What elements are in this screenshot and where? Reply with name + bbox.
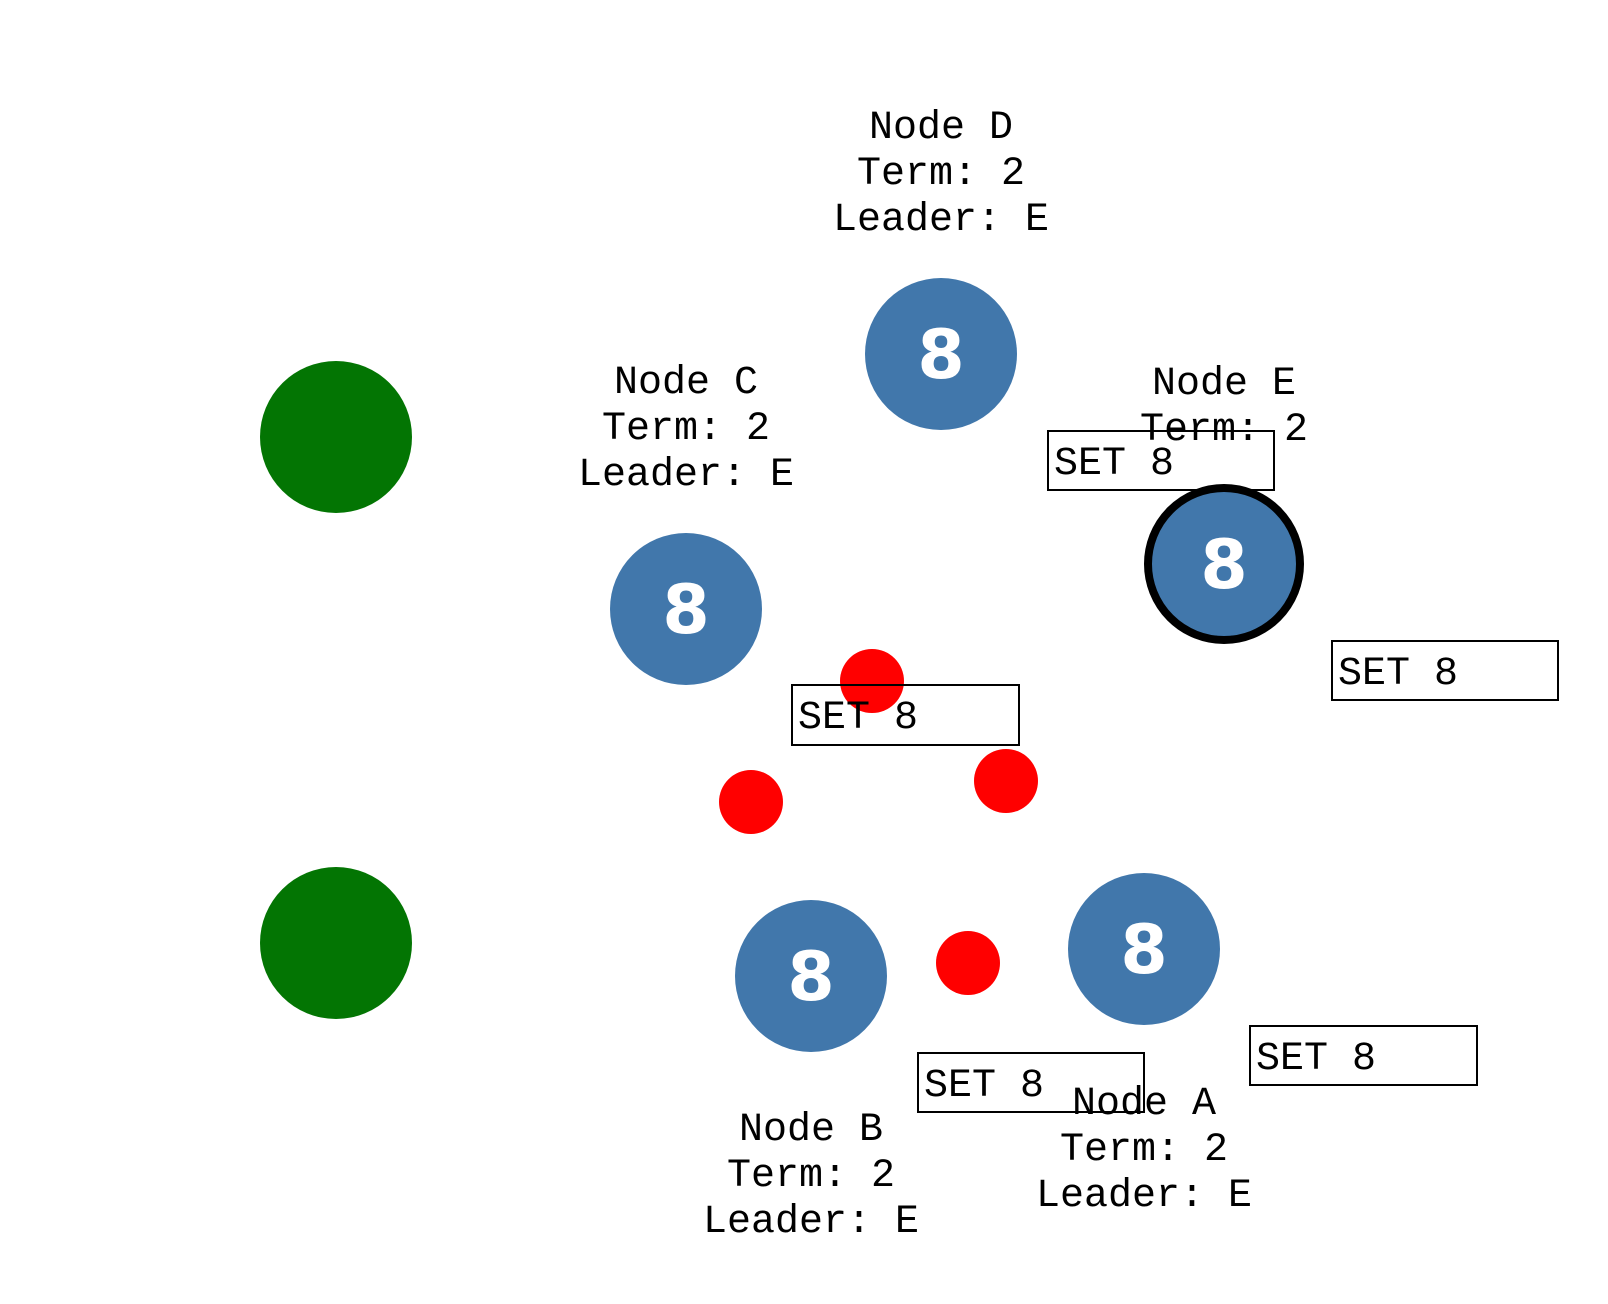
log-entry-box[interactable]: SET 8 bbox=[1047, 430, 1275, 491]
log-entry-text: SET 8 bbox=[1256, 1037, 1376, 1082]
node-name-label: Node B bbox=[739, 1108, 883, 1153]
log-entry-text: SET 8 bbox=[1338, 652, 1458, 697]
log-entry-text: SET 8 bbox=[924, 1064, 1044, 1109]
message-dot-3 bbox=[974, 749, 1038, 813]
node-leader-label: Leader: E bbox=[833, 198, 1049, 243]
node-name-label: Node C bbox=[614, 361, 758, 406]
node-circle[interactable] bbox=[610, 533, 762, 685]
log-entry-text: SET 8 bbox=[1054, 442, 1174, 487]
log-entry-border bbox=[1047, 430, 1275, 491]
message-dot-1 bbox=[840, 649, 904, 713]
client-node-2[interactable] bbox=[260, 867, 412, 1019]
node-term-label: Term: 2 bbox=[727, 1154, 895, 1199]
log-entry-text: SET 8 bbox=[798, 696, 918, 741]
node-term-label: Term: 2 bbox=[602, 407, 770, 452]
node-leader-label: Leader: E bbox=[703, 1200, 919, 1245]
node-name-label: Node D bbox=[869, 106, 1013, 151]
node-circle[interactable] bbox=[865, 278, 1017, 430]
log-entry-border bbox=[791, 684, 1020, 746]
log-entry-box[interactable]: SET 8 bbox=[917, 1052, 1145, 1113]
node-value: 8 bbox=[787, 938, 834, 1017]
log-entry-box[interactable]: SET 8 bbox=[1331, 640, 1559, 701]
node-value: 8 bbox=[917, 316, 964, 395]
node-value: 8 bbox=[1120, 911, 1167, 990]
node-value: 8 bbox=[1200, 526, 1247, 605]
node-term-label: Term: 2 bbox=[857, 152, 1025, 197]
node-circle[interactable] bbox=[1068, 873, 1220, 1025]
log-entry-box[interactable]: SET 8 bbox=[1249, 1025, 1478, 1086]
client-node-1[interactable] bbox=[260, 361, 412, 513]
node-name-label: Node E bbox=[1152, 362, 1296, 407]
node-value: 8 bbox=[662, 571, 709, 650]
message-dot-2 bbox=[719, 770, 783, 834]
log-entry-border bbox=[917, 1052, 1145, 1113]
node-circle[interactable] bbox=[735, 900, 887, 1052]
log-entry-border bbox=[1331, 640, 1559, 701]
message-dot-4 bbox=[936, 931, 1000, 995]
node-leader-label: Leader: E bbox=[578, 453, 794, 498]
log-entry-border bbox=[1249, 1025, 1478, 1086]
node-leader-label: Leader: E bbox=[1036, 1174, 1252, 1219]
leader-node-circle[interactable] bbox=[1144, 484, 1304, 644]
node-term-label: Term: 2 bbox=[1060, 1128, 1228, 1173]
log-entry-box[interactable]: SET 8 bbox=[791, 684, 1020, 746]
